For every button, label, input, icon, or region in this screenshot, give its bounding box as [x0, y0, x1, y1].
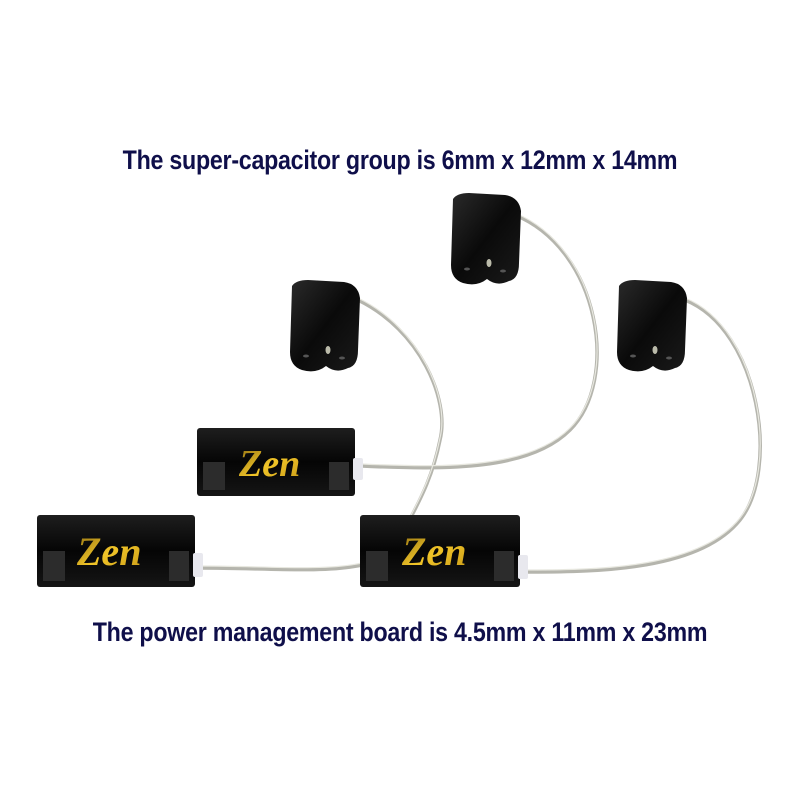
supercapacitor-unit-1	[290, 280, 360, 372]
zen-logo: Zen	[76, 529, 141, 574]
power-board-unit-2: Zen	[37, 515, 203, 587]
power-board-unit-1: Zen	[197, 428, 363, 496]
zen-logo: Zen	[401, 529, 466, 574]
wire-unit-1	[198, 298, 444, 572]
supercapacitor-dimensions-caption: The super-capacitor group is 6mm x 12mm …	[122, 145, 678, 175]
wire-unit-2	[360, 213, 599, 470]
zen-logo: Zen	[238, 443, 300, 485]
power-board-unit-3: Zen	[360, 515, 528, 587]
wire-unit-3	[526, 298, 762, 574]
wires	[198, 213, 762, 574]
supercapacitor-unit-2	[451, 193, 521, 285]
supercapacitor-unit-3	[617, 280, 687, 372]
power-board-dimensions-caption: The power management board is 4.5mm x 11…	[92, 617, 708, 647]
